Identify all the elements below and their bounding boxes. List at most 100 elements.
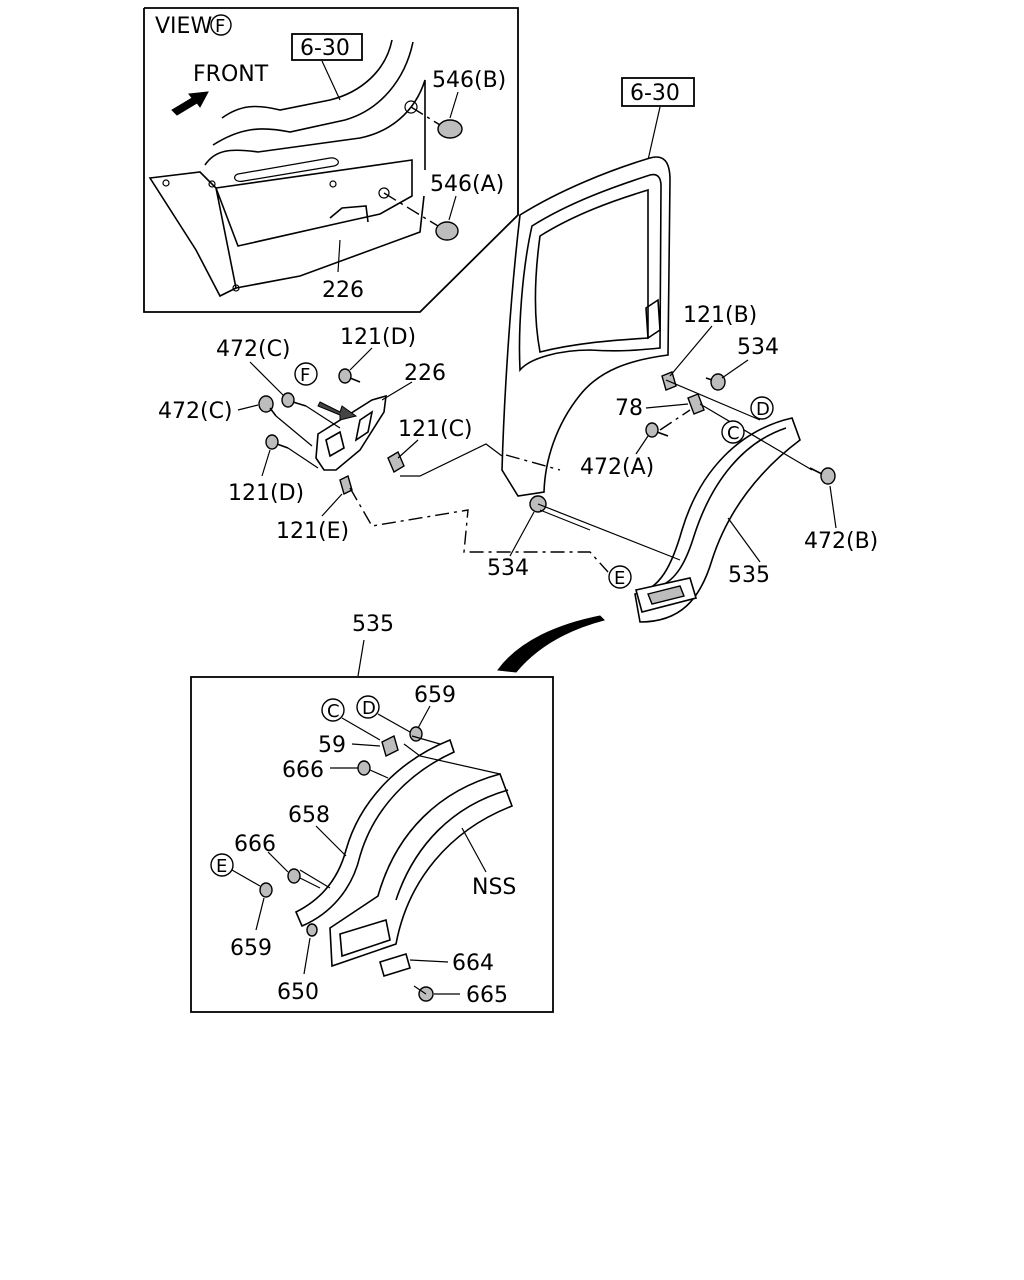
leader-472c-left	[237, 404, 259, 411]
assembly-line-right	[665, 379, 813, 471]
leader-664	[409, 959, 449, 963]
leader-121d-top	[349, 347, 373, 371]
bolt-472a	[645, 422, 669, 438]
callout-e-main	[608, 565, 632, 589]
hole-546a	[378, 187, 390, 199]
leader-226-view	[337, 239, 341, 273]
label-546a: 546(A)	[430, 172, 504, 197]
label-226-view: 226	[322, 278, 364, 303]
leader-659-top	[417, 705, 431, 729]
view-ref-6-30-box	[291, 33, 363, 61]
callout-e-detail-letter: E	[216, 856, 227, 877]
arrow-front-icon	[171, 91, 209, 116]
clip-59	[381, 734, 399, 758]
callout-d-detail-letter: D	[362, 698, 376, 719]
callout-c-main	[721, 420, 745, 444]
view-f-circle	[210, 14, 232, 36]
leader-78	[645, 403, 689, 409]
arrow-f-icon	[317, 401, 358, 421]
ref-6-30: 6-30	[630, 81, 680, 106]
label-665: 665	[466, 983, 508, 1008]
bolt-121d-bottom	[265, 434, 289, 450]
fender-535-inner	[659, 427, 787, 587]
callout-e-detail	[210, 853, 234, 877]
ref-6-30-box	[621, 77, 695, 107]
nut-650	[306, 923, 318, 937]
label-59: 59	[318, 733, 346, 758]
label-666-top: 666	[282, 758, 324, 783]
clip-121e	[339, 474, 353, 496]
leader-650	[303, 937, 311, 975]
callout-c-main-letter: C	[727, 423, 740, 444]
leader-226	[381, 381, 413, 401]
leader-472a	[635, 435, 649, 455]
label-664: 664	[452, 951, 494, 976]
bracket-226-detail	[325, 410, 374, 458]
label-121c: 121(C)	[398, 417, 473, 442]
leader-535	[727, 517, 761, 563]
mount-hole-4	[329, 180, 337, 188]
label-121b: 121(B)	[683, 303, 757, 328]
bracket-78	[687, 393, 705, 415]
mount-hole-1	[232, 284, 240, 292]
callout-e-main-letter: E	[614, 568, 625, 589]
leader-658	[315, 825, 347, 857]
cab-floor-outline	[204, 39, 426, 170]
assembly-line-bolt	[537, 503, 681, 561]
leader-121c	[397, 439, 419, 459]
label-535: 535	[728, 563, 770, 588]
label-121e: 121(E)	[276, 519, 349, 544]
label-472a: 472(A)	[580, 455, 654, 480]
assembly-line-78	[659, 409, 691, 431]
view-f-circle-letter: F	[215, 16, 225, 37]
detail-title-leader	[357, 639, 365, 677]
label-534-top: 534	[737, 335, 779, 360]
leader-121e	[321, 493, 343, 517]
detail-title: 535	[352, 612, 394, 637]
label-121d-bottom: 121(D)	[228, 481, 304, 506]
bolt-121d-top	[338, 368, 361, 384]
grommet-a-dash	[383, 192, 439, 227]
label-658: 658	[288, 803, 330, 828]
label-650: 650	[277, 980, 319, 1005]
cab-step-slot	[234, 157, 339, 182]
bolt-666-mid	[287, 868, 301, 884]
bolt-472c-top	[281, 392, 307, 408]
bolt-659-bottom	[259, 882, 273, 898]
leader-659-bottom	[255, 897, 265, 931]
grommet-b-dash	[410, 106, 441, 126]
bolt-666-top	[357, 760, 371, 776]
trim-658-dash	[299, 743, 501, 889]
label-666-mid: 666	[234, 832, 276, 857]
bolt-472b	[809, 467, 836, 485]
door-handle-recess	[645, 298, 661, 340]
cab-step-panel	[148, 159, 413, 298]
grommet-546b	[437, 119, 463, 139]
callout-c-detail-letter: C	[327, 701, 340, 722]
fender-nss-inner	[339, 789, 509, 958]
callout-d-detail	[356, 695, 380, 719]
cab-step-inner	[235, 195, 425, 289]
callout-f-main	[294, 362, 318, 386]
fender-nss	[329, 773, 514, 968]
fender-535-step-slot	[647, 585, 685, 605]
leader-c-detail	[341, 717, 381, 741]
leader-666-mid	[267, 851, 289, 873]
label-121d-top: 121(D)	[340, 325, 416, 350]
door-window-glass	[534, 188, 649, 353]
leader-534-top	[721, 359, 749, 379]
assembly-line-226	[275, 405, 341, 469]
door-lower-dash	[505, 454, 561, 471]
main-assembly: 6-30	[158, 77, 878, 623]
cover-664	[379, 952, 411, 978]
bolt-472c-left	[258, 395, 277, 417]
assembly-line-lower	[349, 487, 609, 573]
leader-59	[351, 743, 381, 747]
label-472c-left: 472(C)	[158, 399, 233, 424]
hole-546b	[404, 100, 418, 114]
label-226: 226	[404, 361, 446, 386]
assembly-line-upper	[400, 443, 503, 477]
leader-546b	[449, 91, 459, 119]
mount-hole-3	[208, 180, 216, 188]
